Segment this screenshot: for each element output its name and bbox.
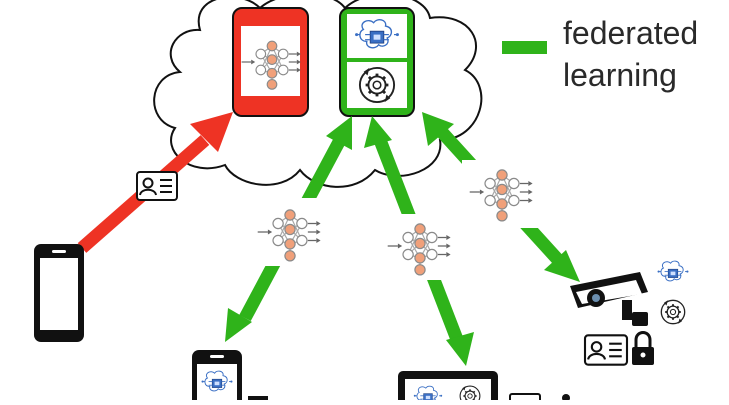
lock-icon: [632, 331, 654, 365]
legend-swatch: [502, 41, 547, 54]
id-card-icon: [583, 334, 629, 366]
federated-server-box: [339, 7, 415, 117]
legend-label: federated learning: [563, 15, 699, 93]
centralized-model-box: [232, 7, 309, 117]
id-card-icon: [136, 171, 178, 201]
laptop-icon: [398, 371, 498, 405]
security-camera-icon: [570, 272, 648, 326]
gear-refresh-icon: [660, 299, 686, 325]
smartphone-icon: [34, 244, 84, 342]
tablet-icon: [192, 350, 242, 405]
cloud-shape: [153, 0, 483, 188]
ai-chip-icon: [657, 260, 689, 282]
